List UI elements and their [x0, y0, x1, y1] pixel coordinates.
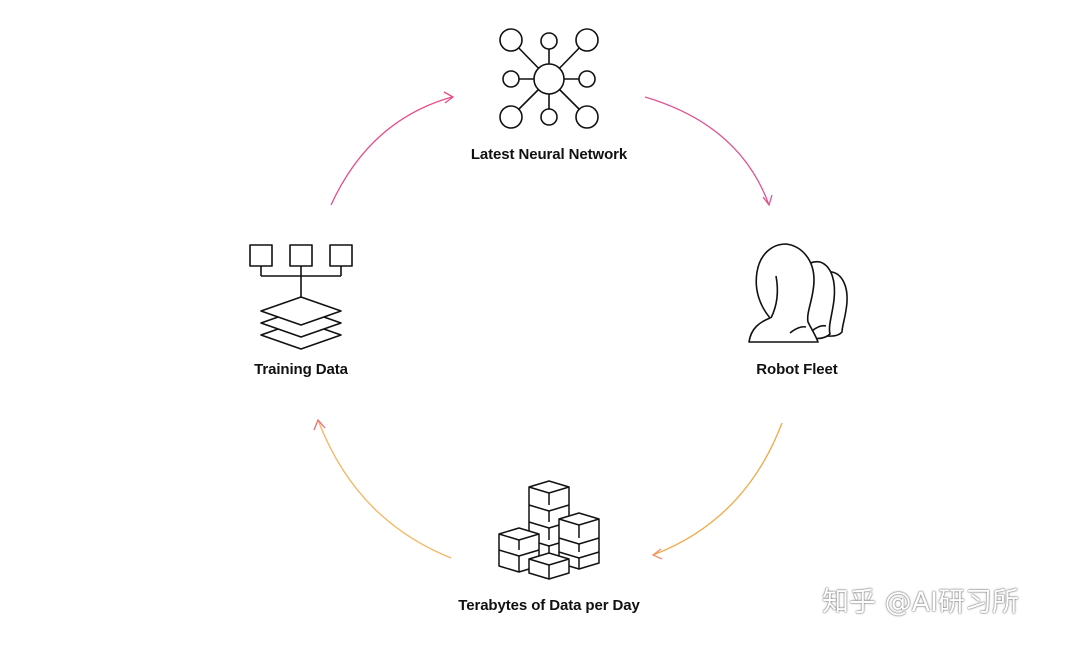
label-neural-network: Latest Neural Network [470, 146, 628, 163]
data-cubes-icon [498, 480, 600, 580]
neural-network-icon [499, 28, 599, 129]
training-data-icon [249, 244, 353, 350]
arrow-fleet-to-terabytes [651, 422, 783, 560]
arrow-terabytes-to-training [313, 418, 452, 559]
label-robot-fleet: Robot Fleet [756, 361, 838, 378]
label-training-data: Training Data [254, 361, 348, 378]
watermark: 知乎 @AI研习所 [822, 587, 1020, 618]
arrow-network-to-fleet [644, 96, 773, 207]
robot-fleet-icon [748, 243, 848, 343]
label-terabytes: Terabytes of Data per Day [458, 597, 640, 614]
arrow-training-to-network [330, 91, 455, 206]
